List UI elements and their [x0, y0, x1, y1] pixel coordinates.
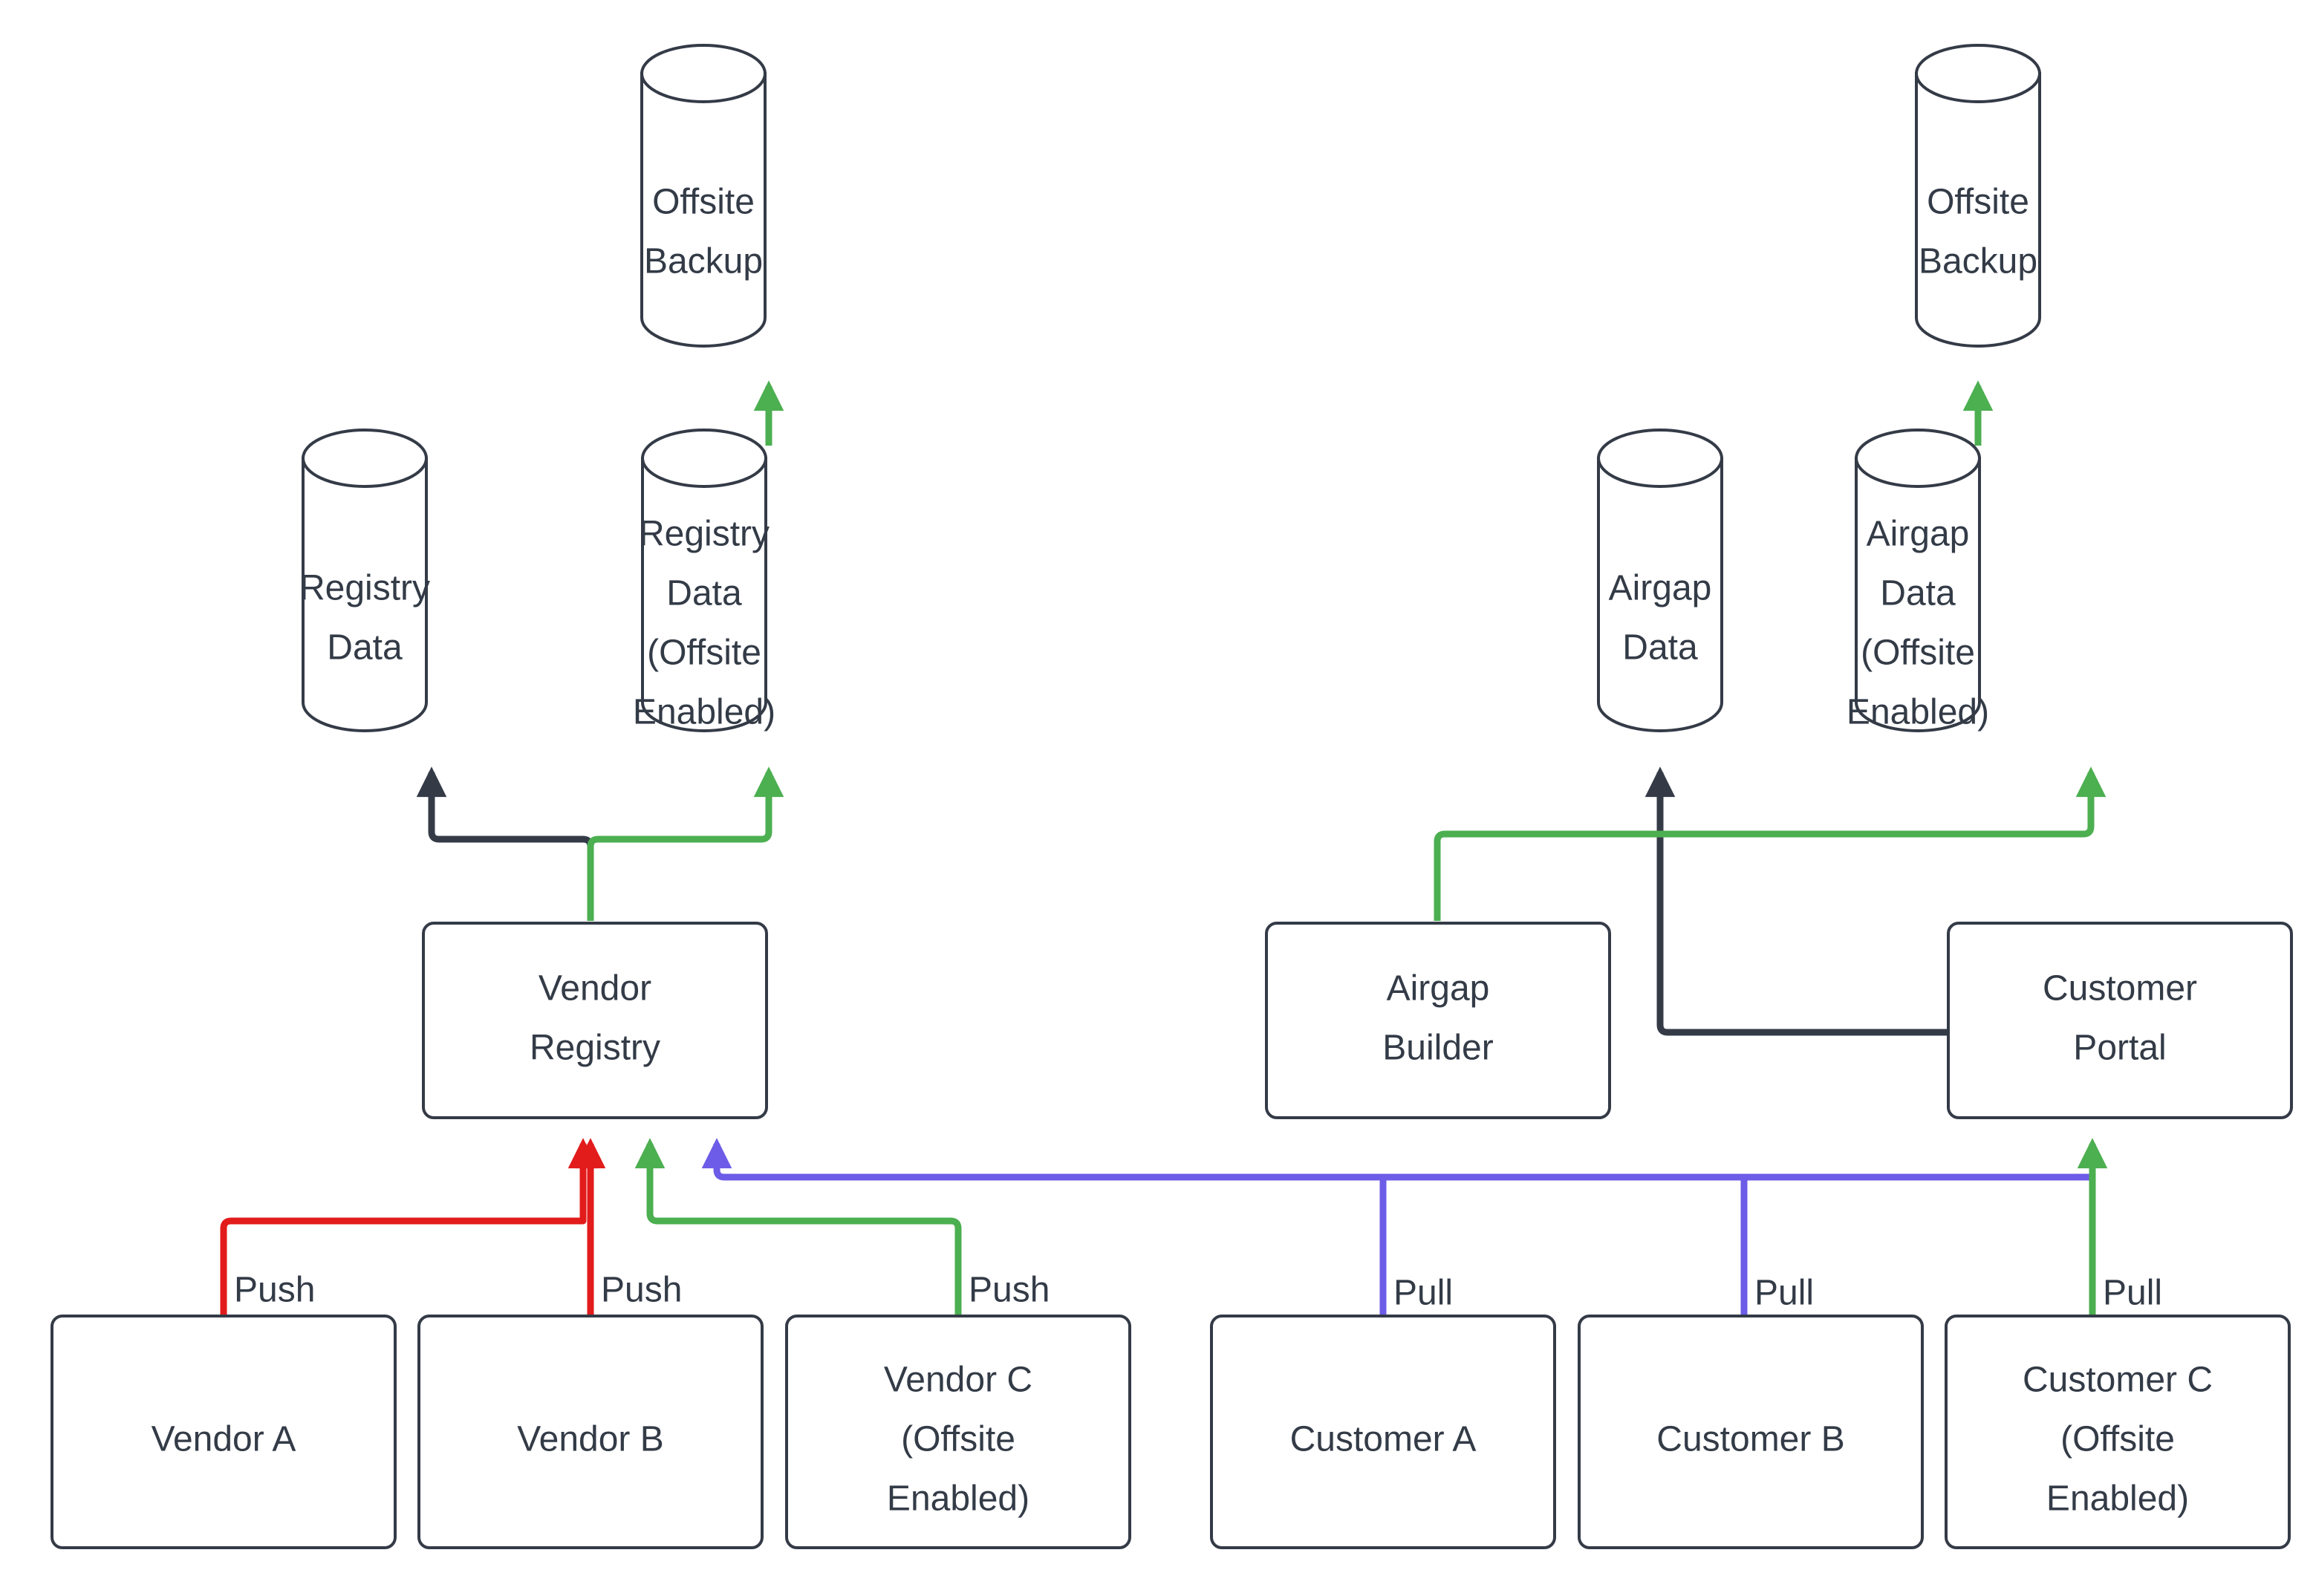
node-registry-data[interactable]: Registry Data	[299, 429, 430, 732]
node-airgap-builder[interactable]: Airgap Builder	[1265, 922, 1611, 1119]
edge-vendor-registry-to-registry-data	[416, 766, 594, 921]
node-offsite-backup-left[interactable]: Offsite Backup	[640, 44, 767, 348]
node-label: (Offsite	[2060, 1420, 2175, 1459]
edge-airgap-builder-to-airgap-offsite	[1434, 766, 2107, 921]
node-label: Airgap	[1387, 969, 1490, 1009]
node-label: Enabled)	[2046, 1479, 2189, 1519]
node-label: Enabled)	[1847, 693, 1989, 732]
edge-label-vendor-a-push: Push	[234, 1271, 315, 1310]
node-label: Vendor	[539, 969, 651, 1009]
node-label: Vendor A	[152, 1420, 296, 1459]
node-label: Customer A	[1290, 1420, 1477, 1459]
node-label: Backup	[1919, 242, 2037, 281]
node-label: Data	[1622, 628, 1698, 668]
node-label: (Offsite	[1861, 633, 1975, 673]
node-label: Data	[1880, 574, 1956, 613]
node-label: Enabled)	[887, 1479, 1029, 1519]
node-customer-b[interactable]: Customer B	[1578, 1315, 1924, 1549]
node-label: Offsite	[652, 183, 755, 222]
node-label: (Offsite	[901, 1420, 1015, 1459]
edge-label-customer-b-pull: Pull	[1754, 1274, 1814, 1313]
edge-vendor-a-to-registry	[220, 1138, 599, 1315]
edge-vendor-registry-to-registry-data-offsite	[587, 766, 784, 921]
node-customer-portal[interactable]: Customer Portal	[1947, 922, 2293, 1119]
node-label: Enabled)	[633, 693, 775, 732]
node-airgap-data-offsite[interactable]: Airgap Data (Offsite Enabled)	[1847, 429, 1989, 732]
node-registry-data-offsite[interactable]: Registry Data (Offsite Enabled)	[633, 429, 775, 732]
node-label: Data	[327, 628, 403, 668]
node-label: Vendor B	[517, 1420, 663, 1459]
node-label: Registry	[530, 1029, 660, 1068]
node-label: Airgap	[1867, 515, 1970, 554]
edge-label-customer-a-pull: Pull	[1393, 1274, 1453, 1313]
edge-label-customer-c-pull: Pull	[2103, 1274, 2162, 1313]
node-airgap-data[interactable]: Airgap Data	[1597, 429, 1723, 732]
node-label: Customer B	[1656, 1420, 1844, 1459]
node-offsite-backup-right[interactable]: Offsite Backup	[1915, 44, 2041, 348]
node-label: (Offsite	[647, 633, 761, 673]
node-label: Builder	[1382, 1029, 1493, 1068]
node-label: Vendor C	[884, 1361, 1032, 1400]
node-label: Backup	[644, 242, 763, 281]
node-vendor-c[interactable]: Vendor C (Offsite Enabled)	[785, 1315, 1131, 1549]
node-vendor-registry[interactable]: Vendor Registry	[422, 922, 768, 1119]
edge-portal-to-airgap-data	[1645, 766, 1950, 1036]
node-label: Offsite	[1927, 183, 2029, 222]
node-label: Registry	[639, 515, 770, 554]
edge-label-vendor-c-push: Push	[969, 1271, 1050, 1310]
node-vendor-b[interactable]: Vendor B	[417, 1315, 764, 1549]
edge-vendor-c-to-registry	[634, 1138, 962, 1315]
node-label: Registry	[299, 569, 430, 608]
node-label: Customer C	[2023, 1361, 2213, 1400]
node-label: Portal	[2073, 1029, 2166, 1068]
node-label: Airgap	[1609, 569, 1712, 608]
node-customer-c[interactable]: Customer C (Offsite Enabled)	[1945, 1315, 2291, 1549]
node-label: Customer	[2043, 969, 2197, 1009]
edge-label-vendor-b-push: Push	[601, 1271, 682, 1310]
node-vendor-a[interactable]: Vendor A	[51, 1315, 397, 1549]
edge-portal-to-vendor-registry	[701, 1138, 2092, 1181]
node-customer-a[interactable]: Customer A	[1210, 1315, 1556, 1549]
node-label: Data	[666, 574, 742, 613]
